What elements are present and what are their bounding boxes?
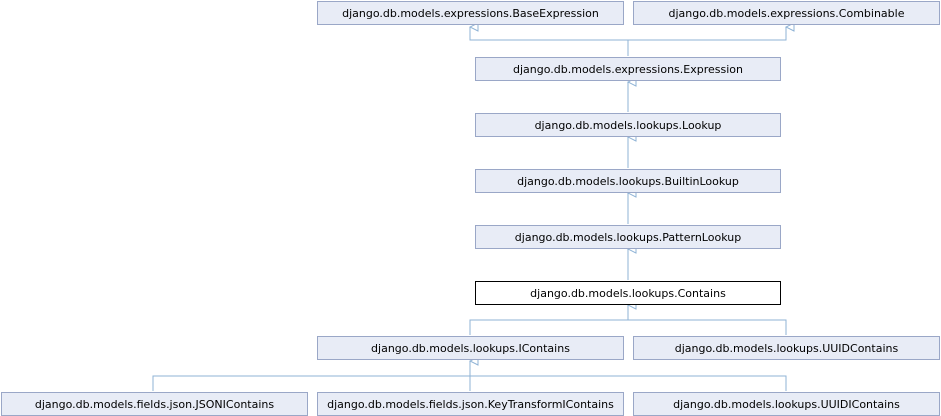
node-label: django.db.models.expressions.Expression (513, 62, 743, 76)
node-label: django.db.models.lookups.Contains (530, 286, 726, 300)
node-expression[interactable]: django.db.models.expressions.Expression (475, 57, 781, 81)
edge-expression-to-combinable (628, 27, 786, 41)
node-label: django.db.models.lookups.BuiltinLookup (517, 174, 739, 188)
node-uuid-contains[interactable]: django.db.models.lookups.UUIDContains (633, 336, 940, 360)
node-base-expression[interactable]: django.db.models.expressions.BaseExpress… (317, 1, 624, 25)
edge-uuid-contains-to-contains (628, 319, 787, 335)
edge-uuid-icontains-to-icontains (470, 375, 787, 391)
node-label: django.db.models.lookups.UUIDIContains (673, 397, 900, 411)
node-key-transform-icontains[interactable]: django.db.models.fields.json.KeyTransfor… (317, 392, 624, 416)
node-combinable[interactable]: django.db.models.expressions.Combinable (633, 1, 940, 25)
node-label: django.db.models.lookups.Lookup (534, 118, 722, 132)
node-lookup[interactable]: django.db.models.lookups.Lookup (475, 113, 781, 137)
node-builtin-lookup[interactable]: django.db.models.lookups.BuiltinLookup (475, 169, 781, 193)
edge-json-icontains-to-icontains (152, 361, 470, 391)
node-contains-current: django.db.models.lookups.Contains (475, 281, 781, 305)
node-label: django.db.models.expressions.BaseExpress… (342, 6, 599, 20)
node-label: django.db.models.expressions.Combinable (668, 6, 905, 20)
node-label: django.db.models.fields.json.KeyTransfor… (327, 397, 614, 411)
edge-expression-to-base-expression (470, 27, 629, 56)
node-pattern-lookup[interactable]: django.db.models.lookups.PatternLookup (475, 225, 781, 249)
node-label: django.db.models.lookups.PatternLookup (514, 230, 742, 244)
node-label: django.db.models.lookups.UUIDContains (674, 341, 899, 355)
node-json-icontains[interactable]: django.db.models.fields.json.JSONIContai… (1, 392, 308, 416)
node-label: django.db.models.lookups.IContains (371, 341, 570, 355)
node-icontains[interactable]: django.db.models.lookups.IContains (317, 336, 624, 360)
edge-icontains-to-contains (469, 305, 628, 335)
node-label: django.db.models.fields.json.JSONIContai… (34, 397, 275, 411)
node-uuid-icontains[interactable]: django.db.models.lookups.UUIDIContains (633, 392, 940, 416)
